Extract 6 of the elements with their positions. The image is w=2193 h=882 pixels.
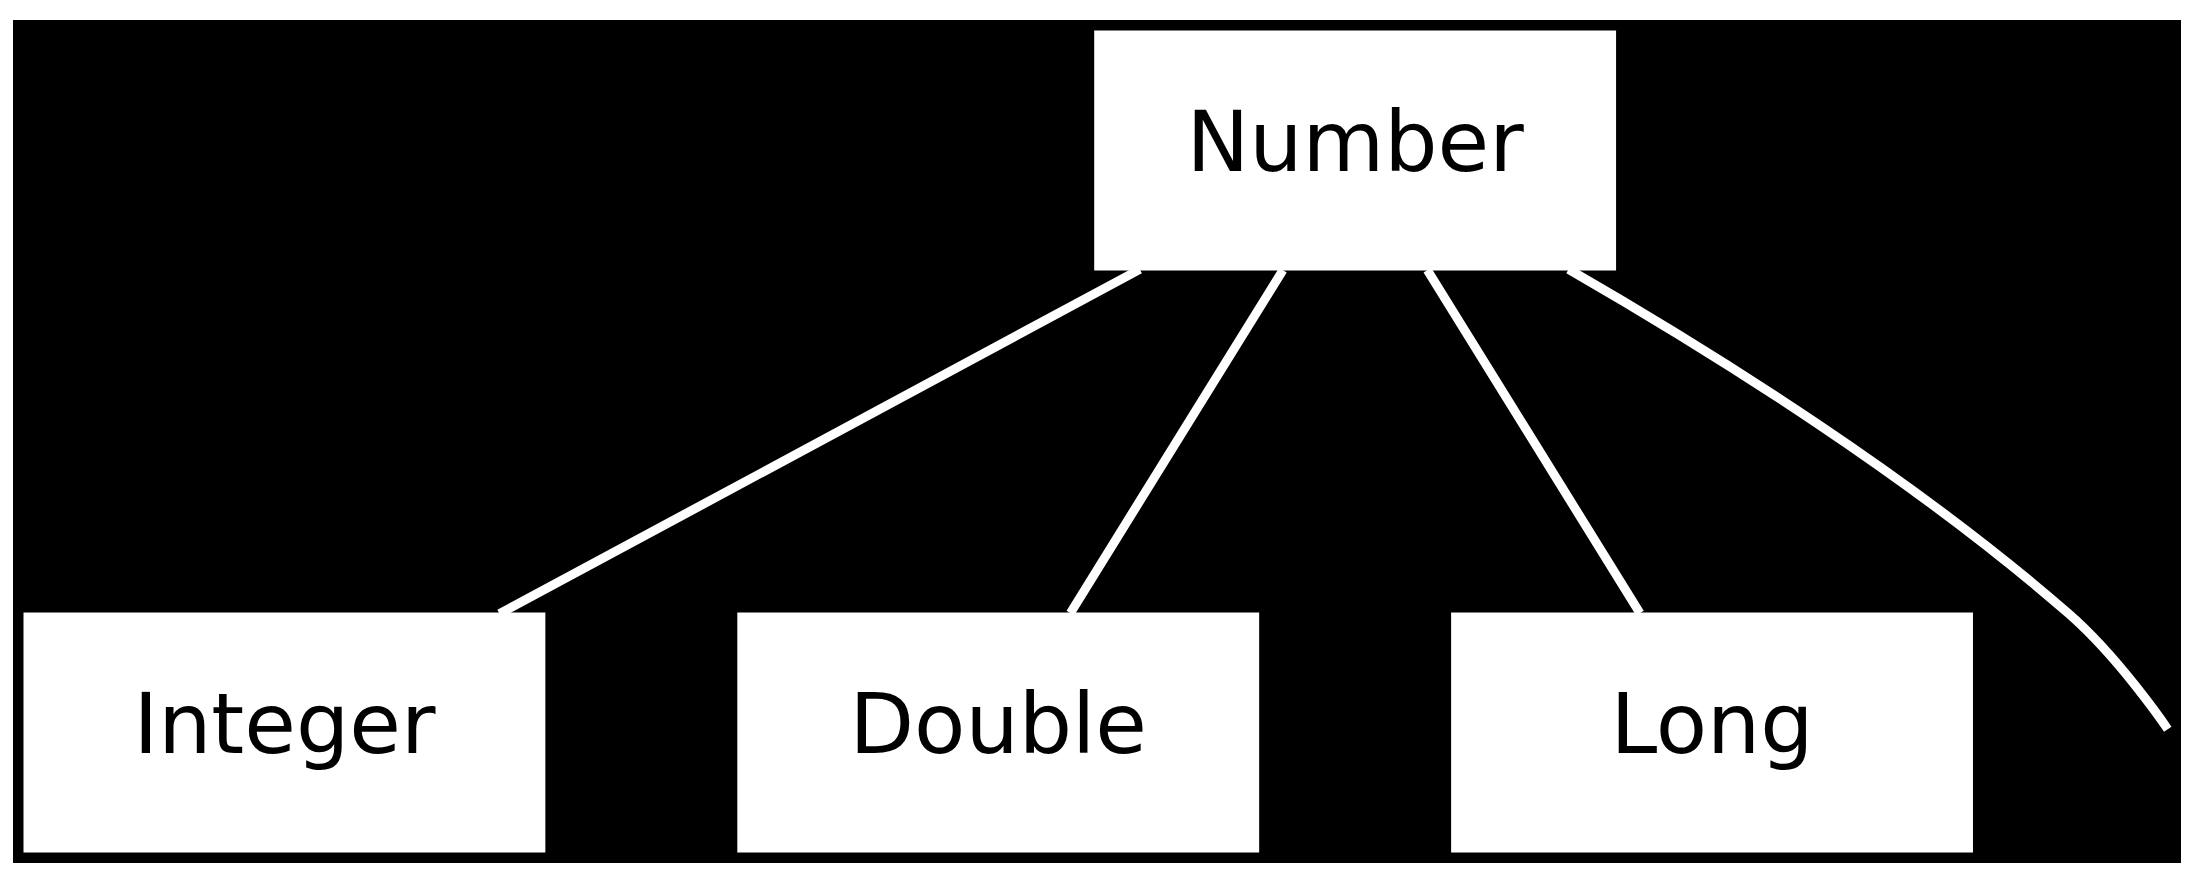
connector [1423,267,1644,615]
node-box: Integer [23,611,545,852]
node-box: Number [1093,30,1616,271]
node-box: Long [1450,611,1973,852]
connector [1066,267,1287,615]
node-box: Double [736,611,1259,852]
